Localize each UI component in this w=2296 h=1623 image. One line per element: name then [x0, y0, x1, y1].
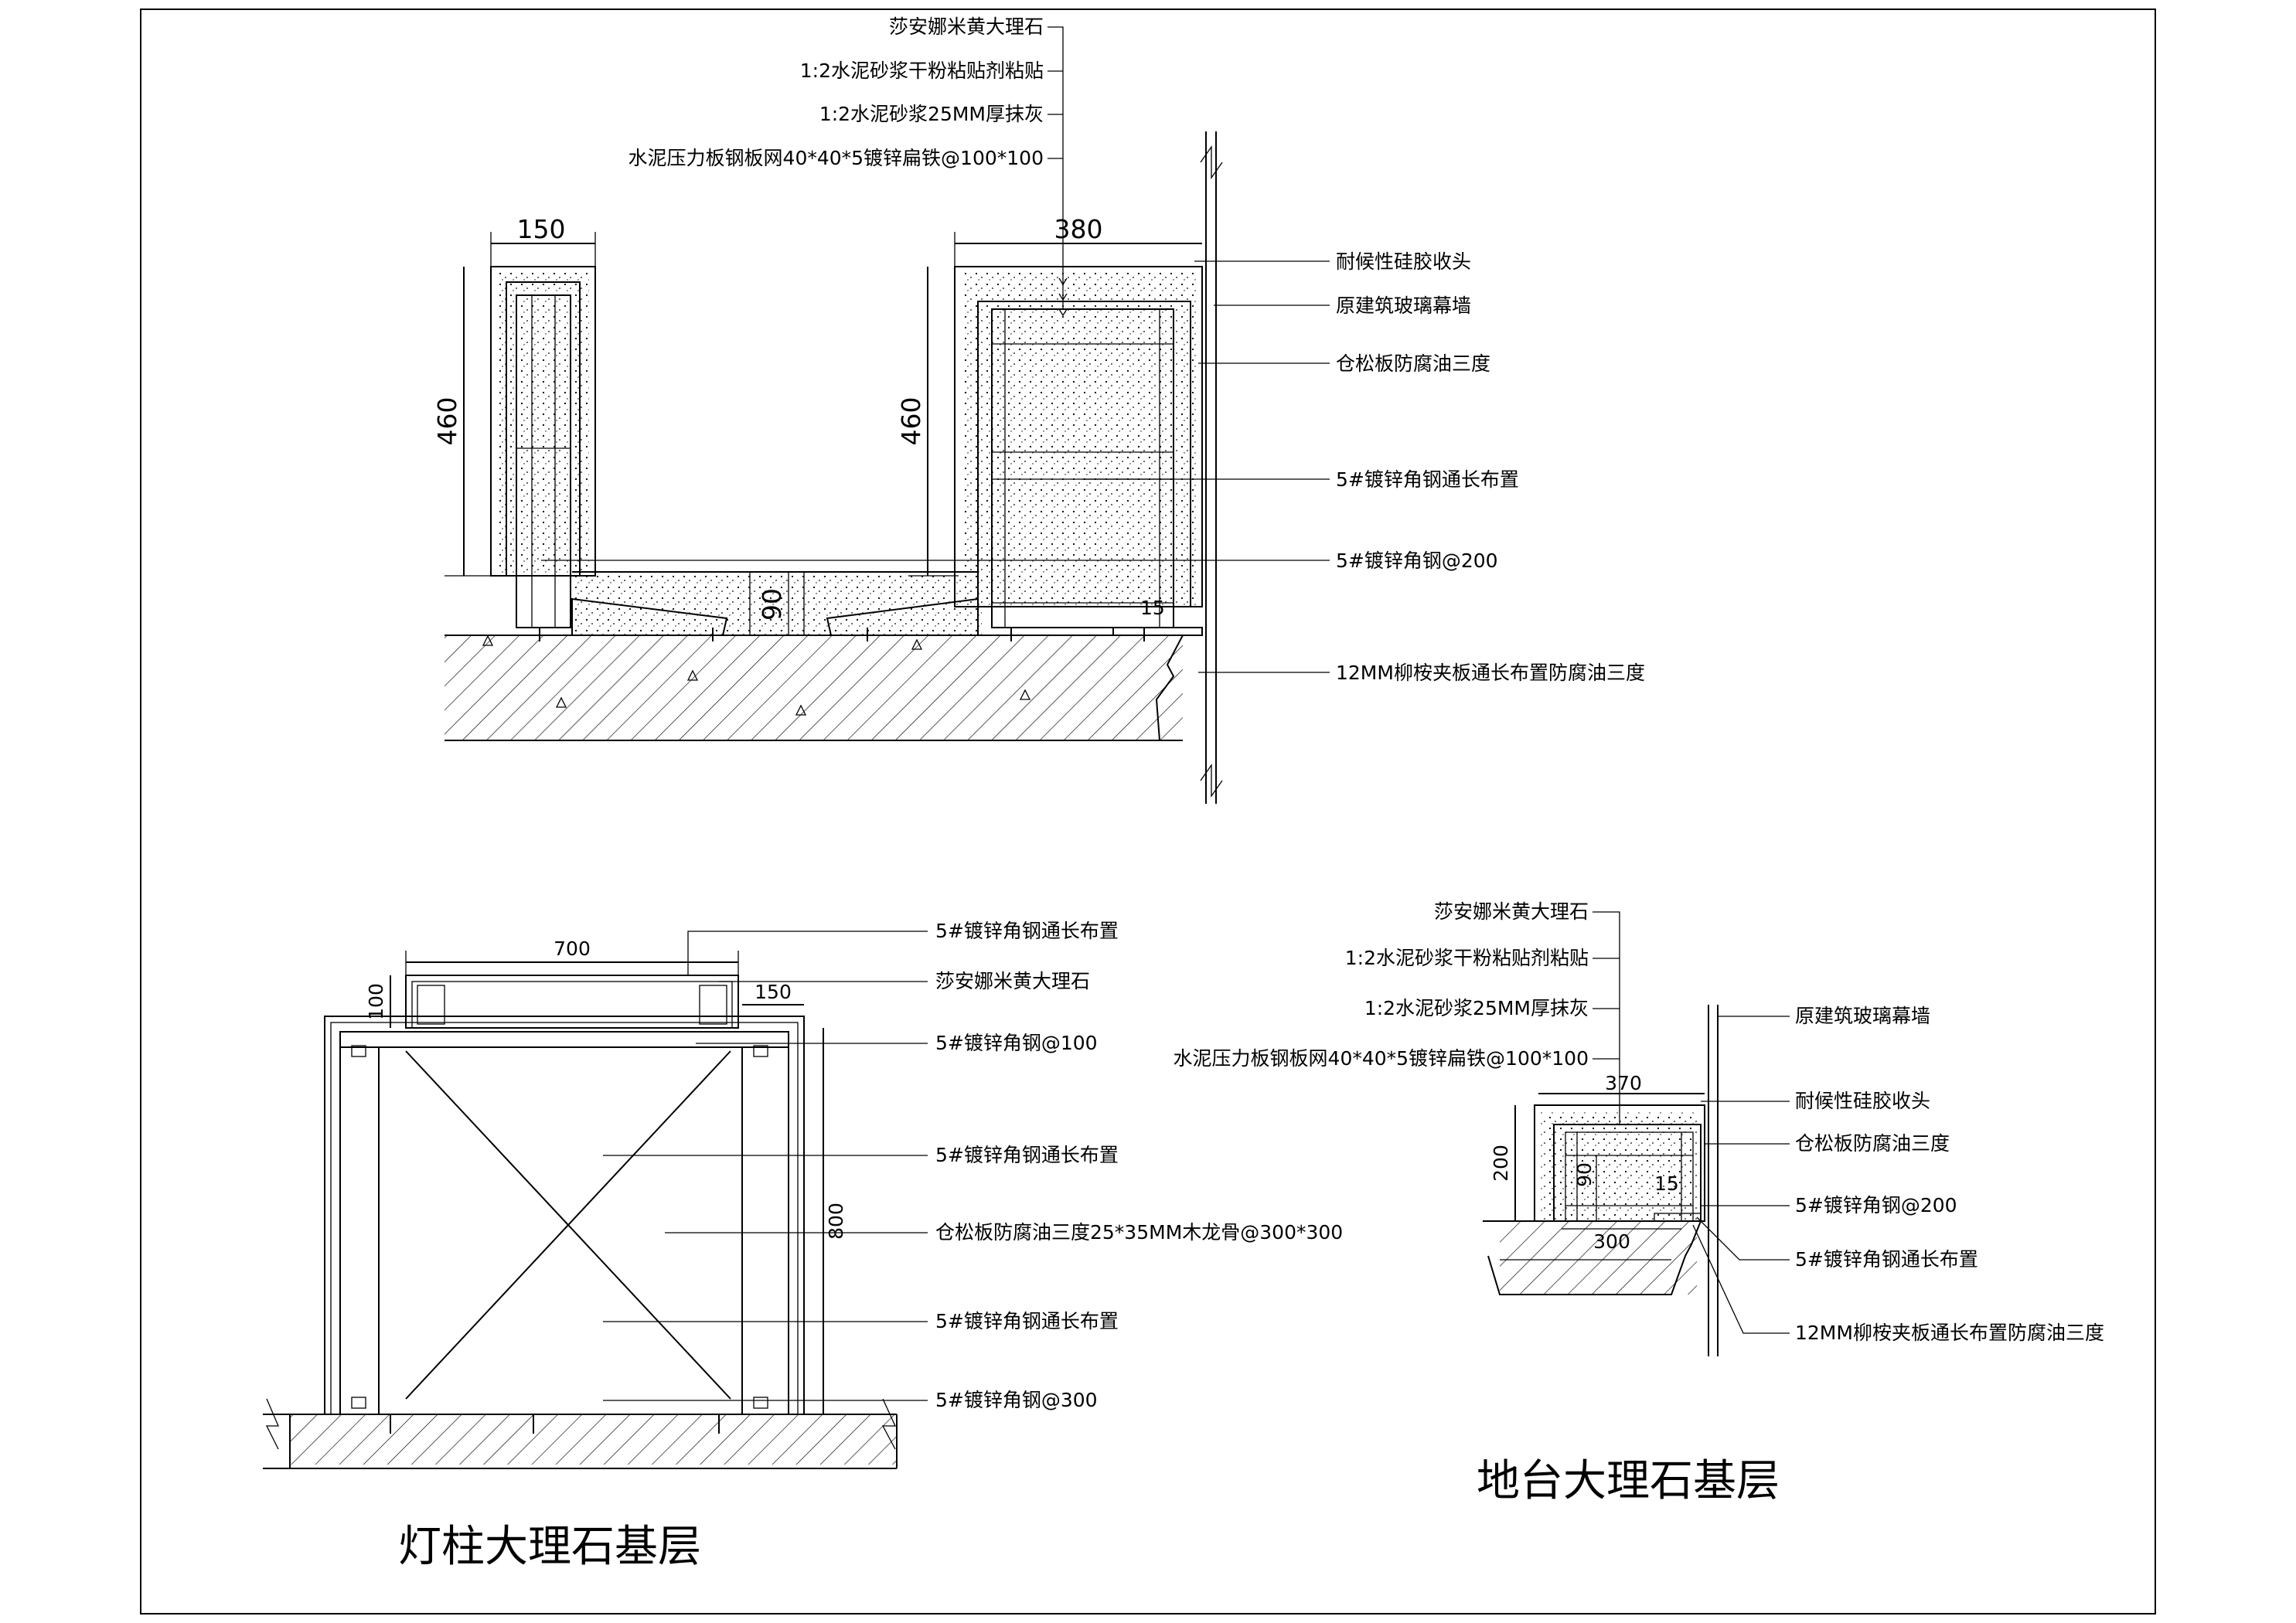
lamp-title: 灯柱大理石基层 [398, 1522, 701, 1572]
glass-curtain-wall [1200, 131, 1223, 804]
platform-label-sealant: 耐候性硅胶收头 [1795, 1090, 1930, 1112]
lamp-label-marble: 莎安娜米黄大理石 [935, 970, 1090, 992]
platform-leader-left [1593, 911, 1620, 1125]
lamp-label-pine-keel: 仓松板防腐油三度25*35MM木龙骨@300*300 [935, 1221, 1343, 1244]
lamp-label-angle-long-2: 5#镀锌角钢通长布置 [935, 1144, 1119, 1166]
right-label-angle-steel-200: 5#镀锌角钢@200 [1336, 550, 1498, 572]
lamp-label-angle-100: 5#镀锌角钢@100 [935, 1032, 1098, 1054]
dim-380-top: 380 [1054, 214, 1103, 244]
platform-label-mortar-adhesive: 1:2水泥砂浆干粉粘贴剂粘贴 [1345, 947, 1589, 969]
dim-15-platform: 15 [1654, 1172, 1679, 1195]
top-label-mortar-plaster: 1:2水泥砂浆25MM厚抹灰 [819, 103, 1044, 125]
dim-150-lamp: 150 [755, 981, 792, 1003]
dim-460-left: 460 [432, 397, 462, 446]
dim-15-top: 15 [1140, 597, 1165, 619]
right-column [954, 266, 1203, 628]
platform-label-mortar-plaster: 1:2水泥砂浆25MM厚抹灰 [1364, 997, 1589, 1019]
section-top: 莎安娜米黄大理石 1:2水泥砂浆干粉粘贴剂粘贴 1:2水泥砂浆25MM厚抹灰 水… [432, 15, 1645, 804]
dim-700-lamp: 700 [554, 937, 591, 960]
dim-90-top: 90 [757, 588, 787, 621]
platform-title: 地台大理石基层 [1477, 1456, 1780, 1506]
dim-800-lamp: 800 [825, 1203, 847, 1240]
sheet-border [140, 9, 2156, 1614]
platform-label-pine-board: 仓松板防腐油三度 [1795, 1132, 1950, 1155]
dim-150-top: 150 [517, 214, 566, 244]
platform-label-angle-200: 5#镀锌角钢@200 [1795, 1194, 1957, 1216]
lamp-bolts [351, 1045, 768, 1434]
dim-460-right: 460 [896, 397, 926, 446]
platform-label-marble: 莎安娜米黄大理石 [1434, 900, 1589, 923]
lamp-leaders [603, 931, 928, 1401]
right-label-sealant: 耐候性硅胶收头 [1336, 250, 1471, 273]
right-label-angle-steel-long: 5#镀锌角钢通长布置 [1336, 468, 1519, 491]
leader-top-stack [1048, 26, 1068, 317]
dim-200-platform: 200 [1490, 1145, 1512, 1182]
platform-label-cement-board: 水泥压力板钢板网40*40*5镀锌扁铁@100*100 [1174, 1047, 1589, 1070]
dimensions-top [445, 232, 1202, 635]
lamp-column-detail: 5#镀锌角钢通长布置 莎安娜米黄大理石 5#镀锌角钢@100 5#镀锌角钢通长布… [263, 920, 1343, 1572]
dim-300-platform: 300 [1593, 1230, 1630, 1253]
leaders-right-top [541, 260, 1330, 673]
lamp-label-angle-long-1: 5#镀锌角钢通长布置 [935, 920, 1119, 942]
top-label-marble: 莎安娜米黄大理石 [889, 15, 1044, 38]
right-label-plywood: 12MM柳桉夹板通长布置防腐油三度 [1336, 662, 1645, 684]
top-label-cement-board: 水泥压力板钢板网40*40*5镀锌扁铁@100*100 [629, 147, 1044, 169]
platform-label-plywood: 12MM柳桉夹板通长布置防腐油三度 [1795, 1322, 2104, 1344]
platform-leader-right [1692, 1016, 1790, 1334]
dim-90-platform: 90 [1573, 1162, 1596, 1187]
lamp-ground [263, 1398, 898, 1469]
right-label-curtain-wall: 原建筑玻璃幕墙 [1336, 294, 1471, 317]
foundation-slab [445, 635, 1184, 741]
platform-label-angle-long: 5#镀锌角钢通长布置 [1795, 1248, 1978, 1271]
platform-label-curtain-wall: 原建筑玻璃幕墙 [1795, 1005, 1930, 1027]
platform-detail: 莎安娜米黄大理石 1:2水泥砂浆干粉粘贴剂粘贴 1:2水泥砂浆25MM厚抹灰 水… [1174, 900, 2104, 1506]
top-label-mortar-adhesive: 1:2水泥砂浆干粉粘贴剂粘贴 [800, 60, 1044, 82]
right-label-pine-board: 仓松板防腐油三度 [1336, 352, 1490, 375]
dim-100-lamp: 100 [365, 983, 387, 1020]
dim-370-platform: 370 [1605, 1072, 1642, 1094]
mortar-bed [571, 571, 982, 636]
left-column [490, 266, 596, 628]
lamp-label-angle-300: 5#镀锌角钢@300 [935, 1389, 1098, 1411]
lamp-label-angle-long-3: 5#镀锌角钢通长布置 [935, 1310, 1119, 1332]
